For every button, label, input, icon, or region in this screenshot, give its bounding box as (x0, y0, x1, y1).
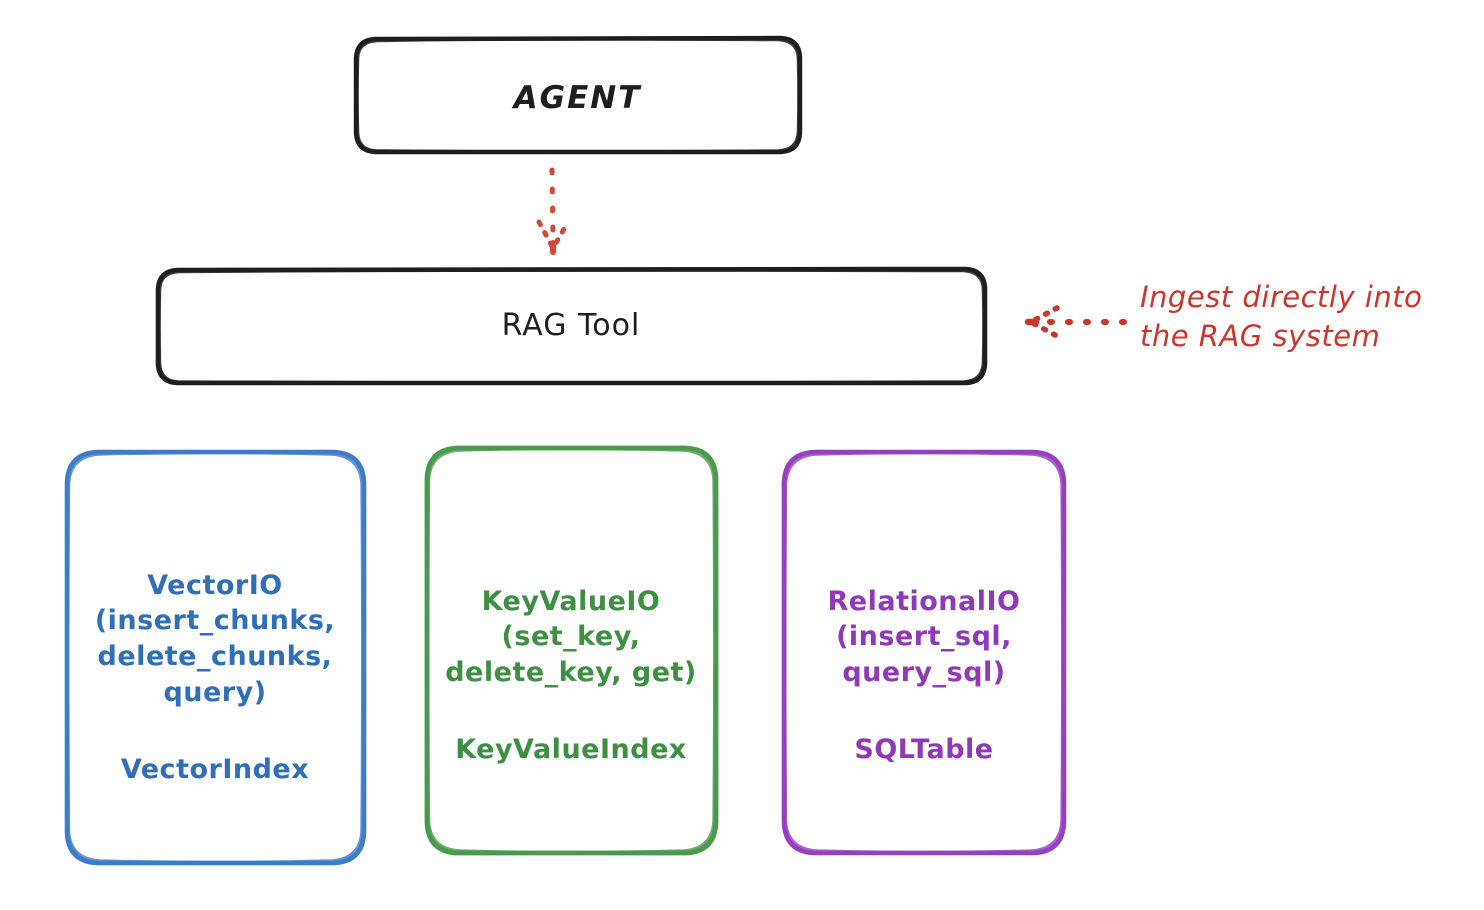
agent-box-outline-second-pass (356, 38, 800, 153)
agent-rag-dotted-line (549, 167, 556, 248)
agent-box-outline (353, 35, 803, 155)
rag-tool-box-outline-second-pass (158, 269, 985, 384)
relational-io-box-outline (781, 449, 1067, 856)
node-vector-io[interactable] (64, 449, 367, 866)
vector-io-box-outline (64, 449, 367, 866)
node-relational-io[interactable] (781, 449, 1067, 856)
node-key-value-io[interactable] (424, 445, 719, 856)
connector-agent-to-rag-tool (536, 167, 571, 255)
rag-tool-box-outline (155, 266, 988, 386)
connector-ingest-arrow (1024, 305, 1127, 339)
node-rag-tool[interactable] (155, 266, 988, 386)
key-value-io-box-outline (424, 445, 719, 856)
vector-io-box-outline-second-pass (67, 451, 364, 864)
key-value-io-box-outline-second-pass (427, 447, 716, 854)
ingest-arrowhead (1028, 305, 1060, 339)
agent-rag-arrowhead (536, 219, 571, 251)
relational-io-box-outline-second-pass (784, 451, 1064, 854)
node-agent[interactable] (353, 35, 803, 155)
